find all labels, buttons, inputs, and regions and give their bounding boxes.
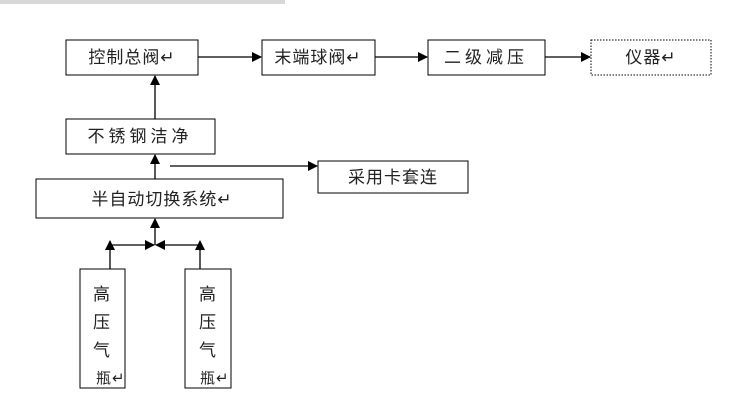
node-label: 采用卡套连 [348,168,438,188]
node-end-ball-valve: 末端球阀↵ [261,39,376,76]
node-label: 仪器↵ [625,48,676,68]
node-label: 末端球阀↵ [274,48,361,68]
node-label: 压 [199,313,217,333]
node-ferrule-connection: 采用卡套连 [317,160,469,194]
node-main-valve: 控制总阀↵ [65,39,199,76]
node-label: 二级减压 [444,48,528,68]
node-stainless-clean: 不锈钢洁净 [65,118,216,155]
node-auto-switch: 半自动切换系统↵ [35,178,284,219]
node-label: 高 [199,285,217,305]
node-label: 气 [199,341,217,361]
node-label: 控制总阀↵ [88,48,175,68]
node-label: 气 [93,341,111,361]
node-instrument: 仪器↵ [590,39,712,76]
node-cylinder-right: 高 压 气 瓶↵ [184,268,232,389]
node-label: 瓶↵ [96,369,126,387]
node-label: 压 [93,313,111,333]
node-cylinder-left: 高 压 气 瓶↵ [79,268,126,389]
node-label: 瓶↵ [200,369,230,387]
node-secondary-reducer: 二级减压 [427,39,546,76]
truncated-header-text [0,0,285,4]
node-label: 半自动切换系统↵ [91,190,232,210]
node-label: 高 [93,285,111,305]
node-label: 不锈钢洁净 [88,127,193,147]
